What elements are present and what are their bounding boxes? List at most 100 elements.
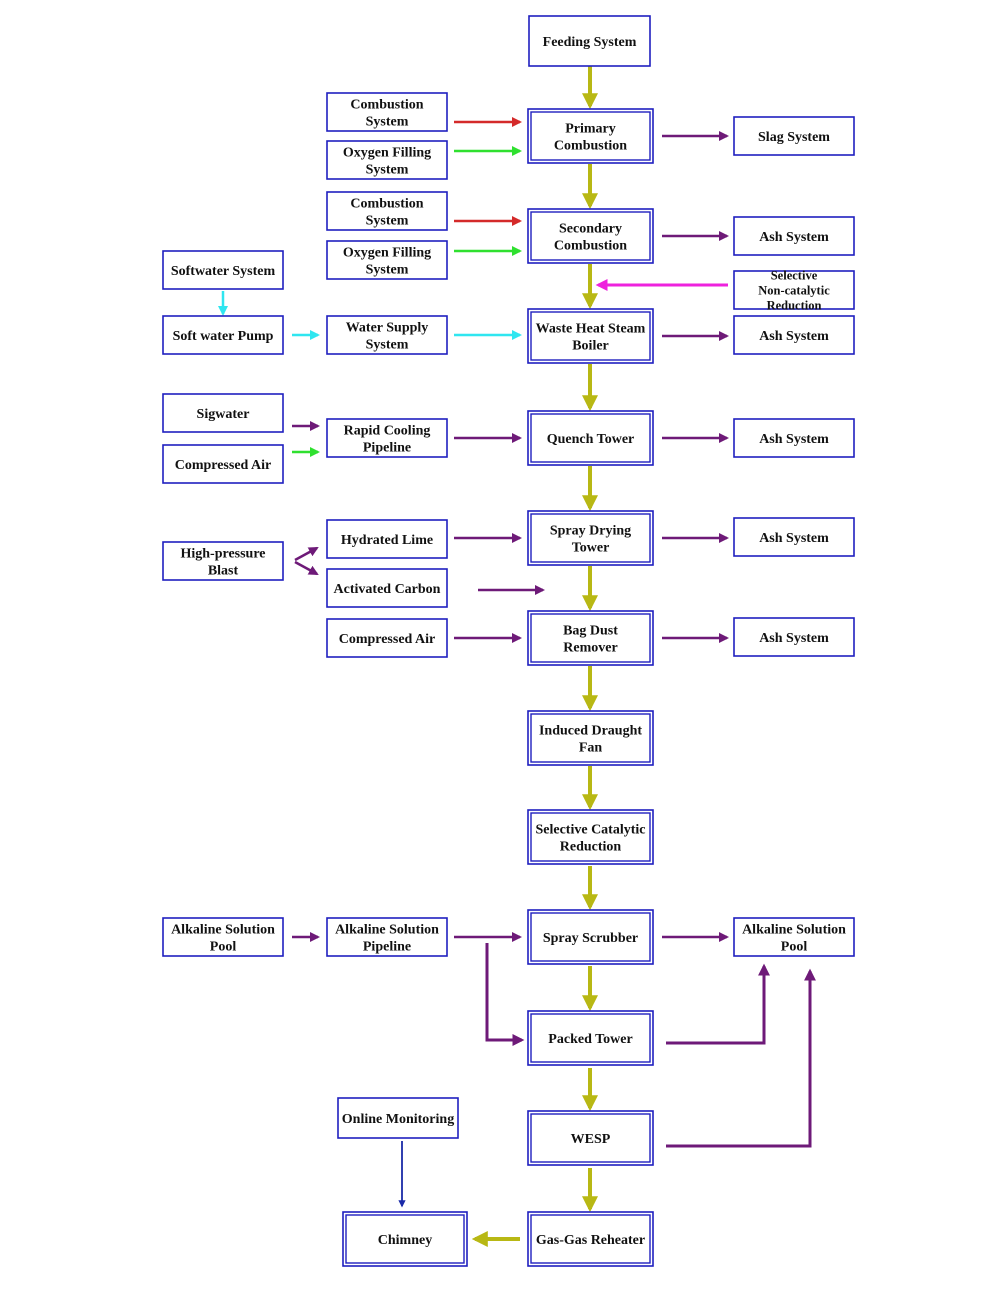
node-box [733,917,855,957]
node-label: Slag System [758,130,830,145]
node-box [527,410,654,466]
node-box [733,116,855,156]
node-label: Oxygen Filling [343,245,431,260]
node-label: Selective [771,268,818,282]
node-box [527,1110,654,1166]
node-box [527,809,654,865]
node-label: System [366,262,409,277]
node-box [527,208,654,264]
node-box [528,15,651,67]
node-label: Ash System [759,230,829,245]
node-feeding: Feeding System [528,15,651,67]
node-box [733,617,855,657]
node-box [326,519,448,559]
node-box [162,393,284,433]
node-box [527,1211,654,1267]
node-label: Chimney [378,1233,432,1248]
node-box [326,140,448,180]
node-compair-2: Compressed Air [326,618,448,658]
node-label: Waste Heat Steam [536,321,646,336]
node-label: System [366,114,409,129]
node-label: Quench Tower [547,432,635,447]
node-label: Pipeline [363,939,411,954]
node-box [326,315,448,355]
node-box [162,250,284,290]
node-label: Boiler [572,338,609,353]
node-box [326,191,448,231]
node-label: System [366,162,409,177]
node-label: Pool [210,939,237,954]
node-box [326,917,448,957]
node-box-inner [530,713,651,763]
node-label: Ash System [759,432,829,447]
node-box [326,568,448,608]
node-box [733,315,855,355]
node-label: Alkaline Solution [171,922,275,937]
node-label: Sigwater [197,407,250,422]
node-wesp: WESP [527,1110,654,1166]
node-ash-2: Ash System [733,315,855,355]
node-hydlime: Hydrated Lime [326,519,448,559]
node-label: Hydrated Lime [341,533,433,548]
node-box [342,1211,468,1267]
node-label: Water Supply [346,320,429,335]
node-ash-4: Ash System [733,517,855,557]
node-label: Combustion [350,196,423,211]
reagent-arrow [485,943,525,1046]
node-box [527,610,654,666]
node-ash-1: Ash System [733,216,855,256]
node-box [162,917,284,957]
node-label: Spray Drying [550,523,631,538]
node-label: Soft water Pump [173,329,274,344]
node-label: Alkaline Solution [742,922,846,937]
node-label: Compressed Air [339,632,436,647]
node-label: Primary [565,121,616,136]
node-label: Compressed Air [175,458,272,473]
node-box-inner [530,413,651,463]
node-ash-5: Ash System [733,617,855,657]
node-sigwater: Sigwater [162,393,284,433]
reagent-arrow [294,560,319,576]
node-box-inner [530,311,651,361]
node-chimney: Chimney [342,1211,468,1267]
node-scrubber: Spray Scrubber [527,909,654,965]
node-label: High-pressure [180,546,265,561]
node-label: Spray Scrubber [543,931,638,946]
node-box-inner [530,912,651,962]
node-quench: Quench Tower [527,410,654,466]
node-label: Induced Draught [539,723,642,738]
node-label: System [366,337,409,352]
node-box-inner [530,613,651,663]
node-box [527,710,654,766]
node-box-inner [345,1214,465,1264]
node-softpump: Soft water Pump [162,315,284,355]
node-label: Gas-Gas Reheater [536,1233,645,1248]
node-label: Non-catalytic [758,283,830,297]
node-actcarbon: Activated Carbon [326,568,448,608]
arrows-layer [218,66,816,1247]
node-box [326,240,448,280]
node-label: Softwater System [171,264,276,279]
node-label: Combustion [554,238,627,253]
node-label: Feeding System [543,35,637,50]
node-box [733,418,855,458]
node-box-inner [530,1113,651,1163]
node-label: Alkaline Solution [335,922,439,937]
node-label: Ash System [759,531,829,546]
node-label: Bag Dust [563,623,618,638]
node-box [733,270,855,310]
